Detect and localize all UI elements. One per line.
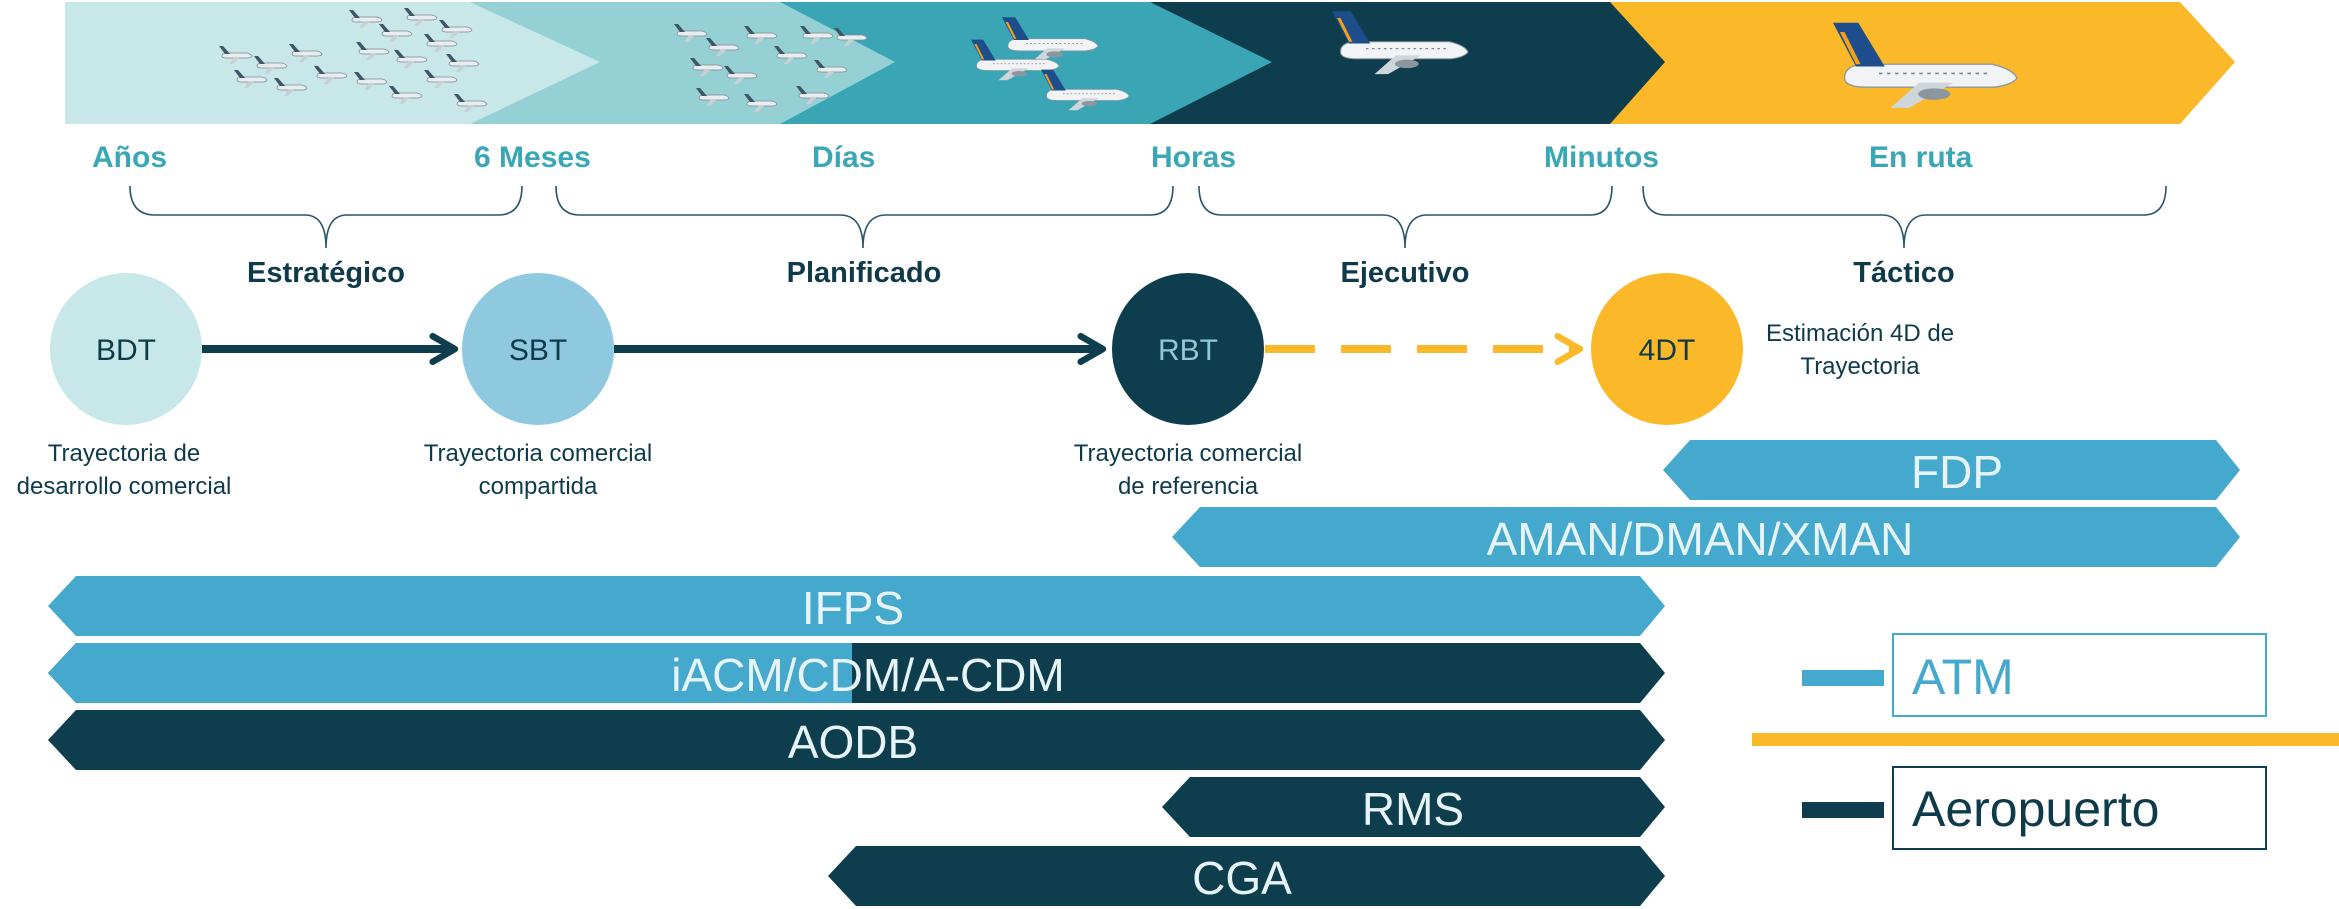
time-label-dias: Días: [812, 141, 875, 174]
legend-aeropuerto-box: [1892, 766, 2267, 850]
system-bar-acdm: iACM/CDM/A-CDM: [48, 643, 1665, 703]
system-bar-aodb: AODB: [48, 710, 1665, 770]
legend-aeropuerto-swatch: [1802, 802, 1884, 818]
banner-segment-5: [65, 2, 600, 124]
rbt-desc-line2: de referencia: [1118, 473, 1259, 500]
time-label-en-ruta: En ruta: [1869, 141, 1973, 174]
node-4dt-label: 4DT: [1639, 334, 1696, 367]
brace-planificado: [555, 185, 1174, 249]
node-4dt: 4DT: [1591, 273, 1743, 425]
phase-label-ejecutivo: Ejecutivo: [1341, 257, 1470, 289]
phase-banner: [65, 2, 2235, 124]
time-label-minutos: Minutos: [1544, 141, 1659, 174]
brace-estrategico: [129, 185, 523, 249]
ifps-bar-shape: [48, 576, 1665, 636]
phase-label-estrategico: Estratégico: [247, 257, 405, 289]
acdm-bar-label: iACM/CDM/A-CDM: [671, 649, 1065, 701]
banner-segment-1: [1610, 2, 2235, 124]
node-bdt: BDT: [50, 273, 202, 425]
rms-bar-label: RMS: [1362, 783, 1464, 835]
system-bar-ifps: IFPS: [48, 576, 1665, 636]
phase-label-planificado: Planificado: [787, 257, 942, 289]
acdm-bar-shape-light: [48, 643, 852, 703]
node-4dt-circle: [1591, 273, 1743, 425]
4dt-desc-line2: Trayectoria: [1800, 353, 1920, 380]
time-label-horas: Horas: [1151, 141, 1236, 174]
sbt-desc-line1: Trayectoria comercial: [424, 440, 653, 467]
legend-aeropuerto-label: Aeropuerto: [1912, 781, 2159, 837]
brace-tactico: [1642, 185, 2167, 249]
system-bar-aman-dman-xman: AMAN/DMAN/XMAN: [1172, 507, 2240, 567]
node-sbt-label: SBT: [509, 334, 567, 367]
node-sbt: SBT: [462, 273, 614, 425]
cga-bar-label: CGA: [1192, 852, 1292, 904]
node-rbt: RBT: [1112, 273, 1264, 425]
phase-label-tactico: Táctico: [1853, 257, 1955, 289]
banner-segment-4: [470, 2, 895, 124]
time-label-anos: Años: [92, 141, 167, 174]
phase-labels: Estratégico Planificado Ejecutivo Táctic…: [247, 257, 1955, 289]
bdt-desc-line2: desarrollo comercial: [17, 473, 232, 500]
cga-bar-shape: [828, 846, 1665, 906]
time-labels: Años 6 Meses Días Horas Minutos En ruta: [92, 141, 1973, 174]
legend: ATM Aeropuerto: [1752, 633, 2339, 850]
system-bar-rms: RMS: [1162, 777, 1665, 837]
phase-braces: [129, 185, 2167, 249]
rbt-desc-line1: Trayectoria comercial: [1074, 440, 1303, 467]
ifps-bar-label: IFPS: [802, 582, 904, 634]
legend-atm-box: [1892, 633, 2267, 717]
legend-atm-swatch: [1802, 670, 1884, 686]
time-label-6-meses: 6 Meses: [474, 141, 591, 174]
node-sbt-circle: [462, 273, 614, 425]
bdt-desc-line1: Trayectoria de: [48, 440, 201, 467]
aman-bar-label: AMAN/DMAN/XMAN: [1487, 513, 1914, 565]
4dt-desc-line1: Estimación 4D de: [1766, 320, 1954, 347]
node-bdt-circle: [50, 273, 202, 425]
node-rbt-label: RBT: [1158, 334, 1218, 367]
aodb-bar-shape: [48, 710, 1665, 770]
node-rbt-circle: [1112, 273, 1264, 425]
aman-bar-shape: [1172, 507, 2240, 567]
fdp-bar-shape: [1663, 440, 2240, 500]
aodb-bar-label: AODB: [788, 716, 918, 768]
legend-atm-label: ATM: [1912, 649, 2014, 705]
legend-divider: [1752, 733, 2339, 746]
fdp-bar-label: FDP: [1911, 446, 2003, 498]
sbt-desc-line2: compartida: [479, 473, 598, 500]
brace-ejecutivo: [1198, 185, 1613, 249]
node-bdt-label: BDT: [96, 334, 156, 367]
system-bar-cga: CGA: [828, 846, 1665, 906]
system-bar-fdp: FDP: [1663, 440, 2240, 500]
rms-bar-shape: [1162, 777, 1665, 837]
